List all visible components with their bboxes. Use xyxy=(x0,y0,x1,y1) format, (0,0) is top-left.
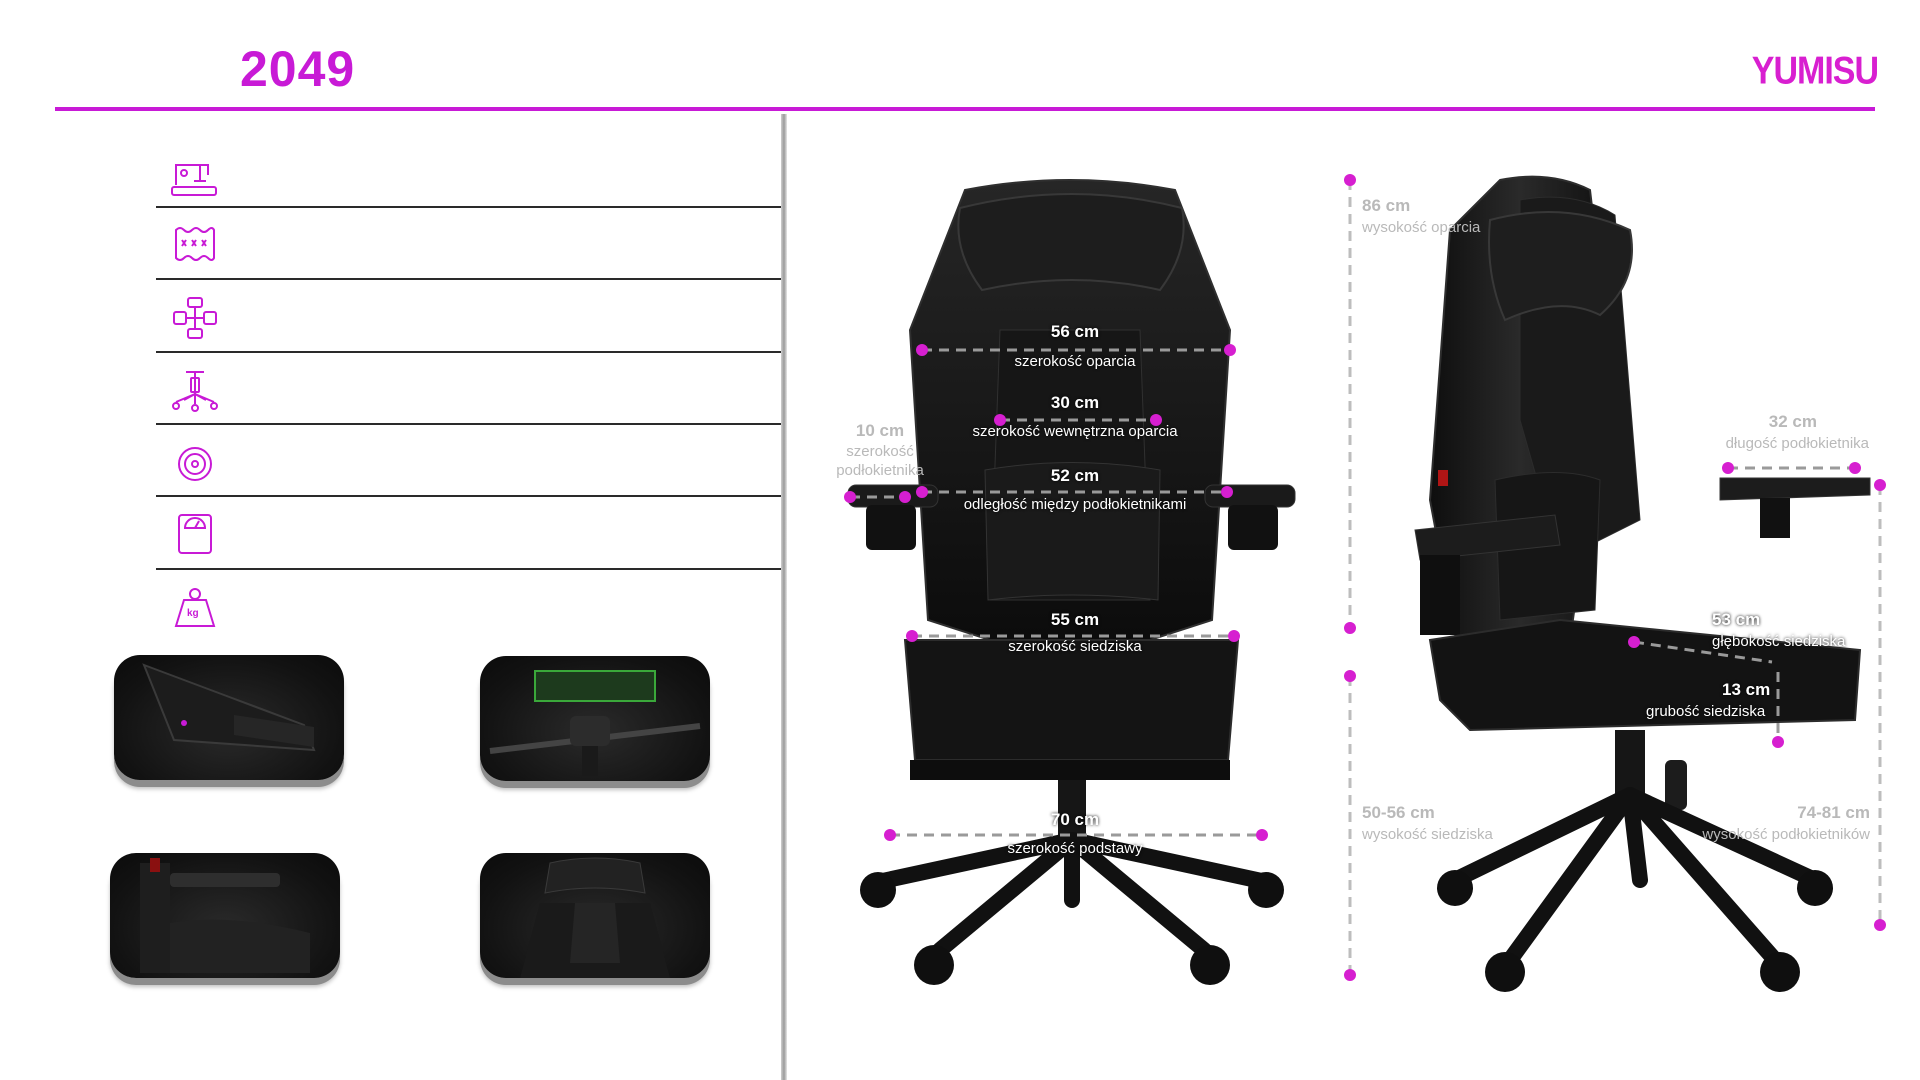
detail-photo-armrest xyxy=(110,853,340,978)
armrest-length-value: 32 cm xyxy=(1768,412,1817,431)
seat-width-label: szerokość siedziska xyxy=(1008,638,1142,655)
backrest-width-label: szerokość oparcia xyxy=(1014,353,1136,370)
spec-divider xyxy=(156,351,784,353)
model-title: 2049 xyxy=(240,41,356,97)
base-width-label: szerokość podstawy xyxy=(1007,840,1143,857)
armrest-distance-label: odległość między podłokietnikami xyxy=(963,496,1187,513)
armrest-width-label-2: podłokietnika xyxy=(836,462,924,479)
seat-height-value: 50-56 cm xyxy=(1362,803,1435,822)
armrest-length-label: długość podłokietnika xyxy=(1725,435,1869,452)
seat-thickness-value: 13 cm xyxy=(1722,680,1771,699)
seat-mechanism-icon xyxy=(170,296,220,340)
seat-height-label: wysokość siedziska xyxy=(1362,826,1493,843)
side-chair xyxy=(1414,175,1871,992)
armrest-width-label-1: szerokość xyxy=(846,443,914,460)
armrest-height-label: wysokość podłokietników xyxy=(1702,826,1870,843)
seat-depth-label: głębokość siedziska xyxy=(1712,633,1846,650)
backrest-width-value: 56 cm xyxy=(1050,322,1100,341)
seat-width-value: 55 cm xyxy=(1050,610,1100,629)
seat-depth-value: 53 cm xyxy=(1712,610,1761,629)
spec-divider xyxy=(156,423,784,425)
inner-backrest-width-value: 30 cm xyxy=(1050,393,1100,412)
spec-divider xyxy=(156,206,784,208)
front-chair xyxy=(847,179,1296,985)
base-width-value: 70 cm xyxy=(1050,810,1100,829)
wheel-caster-icon xyxy=(170,442,220,486)
dimension-lines xyxy=(844,174,1886,981)
header-rule xyxy=(55,107,1875,111)
spec-divider xyxy=(156,568,784,570)
chair-base-icon xyxy=(170,368,220,412)
seat-thickness-label: grubość siedziska xyxy=(1646,703,1766,720)
kg-weight-icon xyxy=(170,586,220,630)
weight-scale-icon xyxy=(170,512,220,556)
detail-photo-headrest xyxy=(480,853,710,978)
backrest-height-value: 86 cm xyxy=(1362,196,1411,215)
brand-logo: YUMISU xyxy=(1751,49,1879,93)
backrest-height-label: wysokość oparcia xyxy=(1362,219,1481,236)
kg-label: kg xyxy=(187,608,199,619)
sewing-machine-icon xyxy=(170,155,220,199)
spec-divider xyxy=(156,278,784,280)
panel-divider xyxy=(781,114,787,1080)
armrest-distance-value: 52 cm xyxy=(1050,466,1100,485)
armrest-height-value: 74-81 cm xyxy=(1797,803,1870,822)
armrest-width-value: 10 cm xyxy=(855,421,905,440)
inner-backrest-width-label: szerokość wewnętrzna oparcia xyxy=(972,423,1178,440)
detail-photo-recline xyxy=(114,655,344,780)
foam-padding-icon xyxy=(170,222,220,266)
spec-divider xyxy=(156,495,784,497)
detail-photo-mechanism xyxy=(480,656,710,781)
